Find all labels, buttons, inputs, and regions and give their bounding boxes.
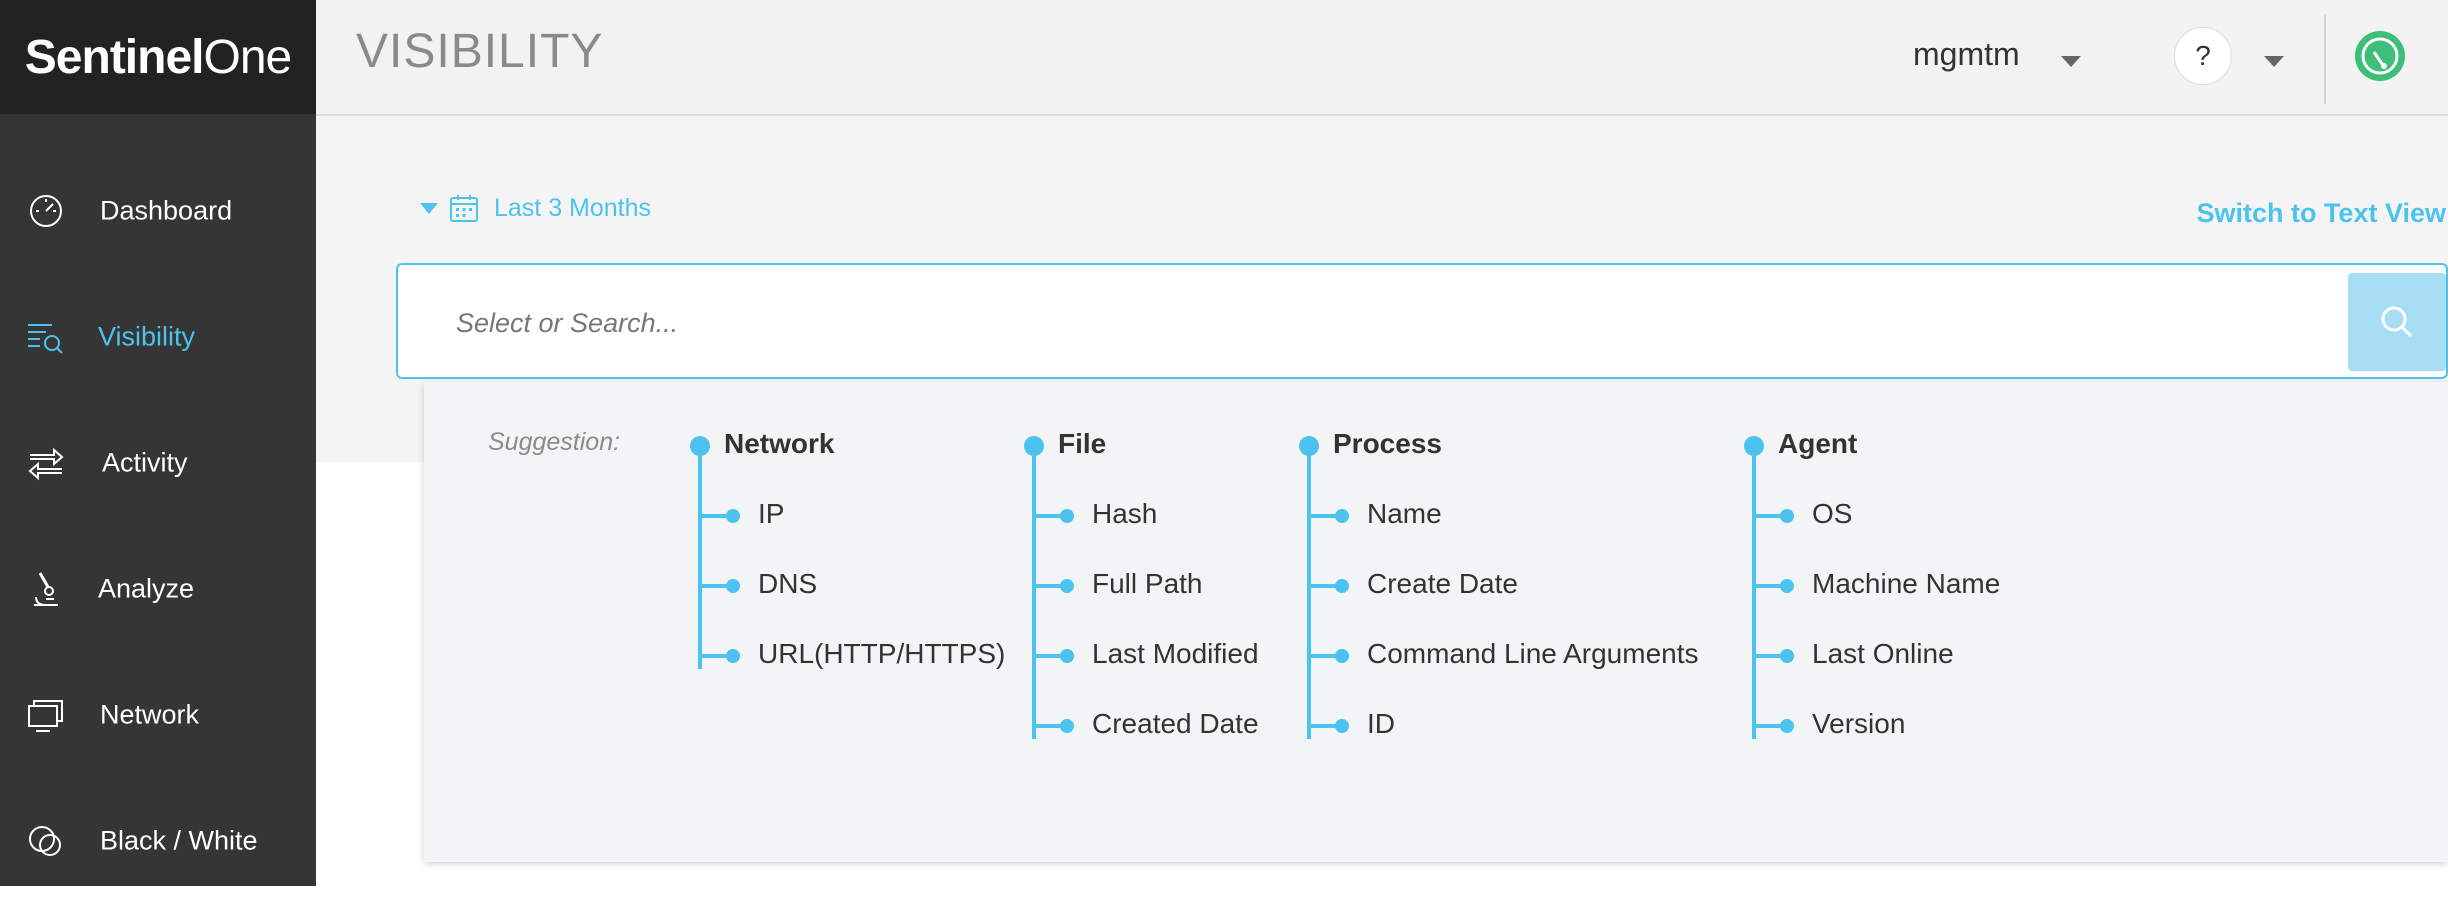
- sidebar-item-label: Analyze: [98, 573, 195, 604]
- suggestion-item[interactable]: IP: [690, 498, 784, 530]
- suggestion-group-title[interactable]: Network: [690, 428, 834, 460]
- header-divider: [2324, 14, 2326, 104]
- date-range-label: Last 3 Months: [494, 193, 652, 222]
- suggestion-item[interactable]: Hash: [1024, 498, 1157, 530]
- user-menu[interactable]: mgmtm: [1913, 36, 2020, 72]
- suggestion-item[interactable]: Created Date: [1024, 708, 1259, 740]
- sidebar-item-label: Network: [100, 699, 200, 730]
- sidebar-item-analyze[interactable]: Analyze: [0, 526, 316, 652]
- sidebar-item-label: Dashboard: [100, 195, 233, 226]
- suggestion-group-title[interactable]: Process: [1299, 428, 1442, 460]
- search-box: [396, 263, 2448, 379]
- suggestion-item[interactable]: Machine Name: [1744, 568, 2000, 600]
- sidebar-item-label: Black / White: [100, 825, 258, 856]
- list-search-icon: [28, 324, 63, 354]
- suggestion-item[interactable]: URL(HTTP/HTTPS): [690, 638, 1005, 670]
- sidebar-item-visibility[interactable]: Visibility: [0, 274, 316, 400]
- tree-line: [698, 456, 702, 669]
- sidebar-item-black-white[interactable]: Black / White: [0, 778, 316, 904]
- suggestion-item[interactable]: Create Date: [1299, 568, 1518, 600]
- search-button[interactable]: [2348, 273, 2446, 371]
- caret-down-icon: [420, 202, 438, 214]
- help-button[interactable]: ?: [2174, 27, 2232, 85]
- suggestion-item[interactable]: Full Path: [1024, 568, 1203, 600]
- search-icon: [2381, 306, 2413, 338]
- circles-icon: [29, 826, 61, 856]
- search-input[interactable]: [454, 295, 2258, 351]
- suggestion-item[interactable]: Version: [1744, 708, 1905, 740]
- shield-status-icon[interactable]: [2354, 30, 2406, 82]
- tree-line: [1032, 456, 1036, 739]
- sidebar-item-network[interactable]: Network: [0, 652, 316, 778]
- arrows-exchange-icon: [28, 447, 64, 481]
- sidebar-item-label: Activity: [102, 447, 188, 478]
- tree-line: [1752, 456, 1756, 739]
- suggestion-item[interactable]: DNS: [690, 568, 817, 600]
- chevron-down-icon[interactable]: [2061, 56, 2081, 67]
- sidebar-item-label: Visibility: [98, 321, 196, 352]
- logo-text-regular: One: [203, 30, 292, 84]
- logo-text-bold: Sentinel: [24, 30, 205, 84]
- suggestion-item[interactable]: Name: [1299, 498, 1442, 530]
- date-range-filter[interactable]: Last 3 Months: [420, 188, 651, 228]
- sidebar-item-dashboard[interactable]: Dashboard: [0, 148, 316, 274]
- sidebar-item-activity[interactable]: Activity: [0, 400, 316, 526]
- suggestion-item[interactable]: Last Online: [1744, 638, 1954, 670]
- monitors-icon: [28, 700, 63, 732]
- speedometer-icon: [30, 195, 62, 227]
- suggestion-group-title[interactable]: File: [1024, 428, 1106, 460]
- suggestion-panel: Suggestion: Network IP DNS URL(HTTP/HTTP…: [424, 382, 2448, 862]
- switch-to-text-view-link[interactable]: Switch to Text View: [2196, 198, 2446, 228]
- tree-line: [1307, 456, 1311, 739]
- suggestion-item[interactable]: Last Modified: [1024, 638, 1259, 670]
- microscope-icon: [34, 572, 58, 606]
- suggestion-item[interactable]: ID: [1299, 708, 1395, 740]
- suggestion-item[interactable]: Command Line Arguments: [1299, 638, 1699, 670]
- calendar-icon: [450, 195, 478, 222]
- page-title: VISIBILITY: [356, 25, 604, 78]
- suggestion-group-title[interactable]: Agent: [1744, 428, 1857, 460]
- chevron-down-icon[interactable]: [2264, 56, 2284, 67]
- top-header: VISIBILITY mgmtm ?: [316, 0, 2448, 116]
- suggestion-item[interactable]: OS: [1744, 498, 1852, 530]
- suggestion-label: Suggestion:: [488, 428, 621, 456]
